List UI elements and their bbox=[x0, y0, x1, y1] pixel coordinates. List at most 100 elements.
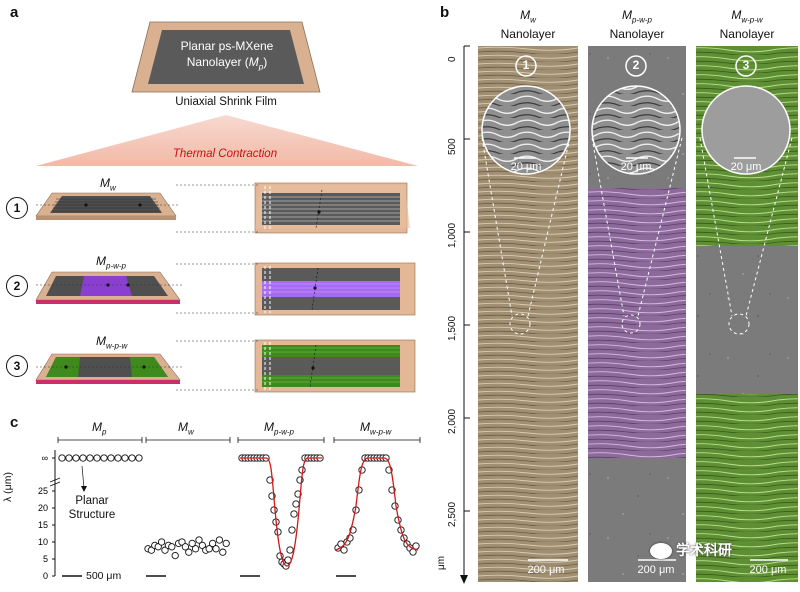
column-1-scale-label: 200 μm bbox=[527, 564, 565, 576]
y-tick-label: 10 bbox=[38, 537, 48, 547]
column-3-number: 3 bbox=[742, 58, 750, 72]
data-point-mw bbox=[215, 536, 224, 544]
column-3-inset bbox=[701, 85, 791, 175]
column-3-inset-scale: 20 μm bbox=[730, 161, 762, 173]
column-3-gray-band bbox=[696, 246, 798, 394]
data-point-mp bbox=[135, 454, 143, 462]
column-1-number: 1 bbox=[522, 58, 530, 72]
panel-a-graphic bbox=[35, 21, 418, 393]
data-point-mw bbox=[212, 545, 220, 553]
group-label-mw: Mw bbox=[178, 420, 194, 437]
data-point-mpwp bbox=[292, 500, 300, 508]
group-label-mwpw: Mw-p-w bbox=[360, 420, 392, 437]
column-1-inset bbox=[481, 85, 571, 175]
data-point-mp bbox=[65, 454, 73, 462]
group-label-mp: Mp bbox=[92, 420, 107, 437]
data-point-mpwp bbox=[288, 526, 296, 534]
group-label-mpwp: Mp-w-p bbox=[264, 420, 295, 437]
data-point-mw bbox=[168, 543, 176, 551]
data-point-mp bbox=[93, 454, 101, 462]
y-axis-label: λ (μm) bbox=[2, 472, 14, 502]
watermark: 学术科研 bbox=[650, 540, 732, 560]
data-point-mpwp bbox=[290, 510, 298, 518]
data-point-mp bbox=[86, 454, 94, 462]
data-point-mp bbox=[121, 454, 129, 462]
data-point-mp bbox=[114, 454, 122, 462]
column-2-header: Mp-w-p Nanolayer bbox=[609, 8, 665, 42]
column-3-scale-label: 200 μm bbox=[749, 564, 787, 576]
shrink-film-label: Uniaxial Shrink Film bbox=[175, 96, 277, 108]
y-tick-label: 5 bbox=[43, 554, 48, 564]
thermal-contraction-triangle bbox=[36, 115, 418, 166]
panel-c-chart: 0 5 10 15 20 25 ∞ bbox=[38, 437, 421, 581]
data-point-mp bbox=[107, 454, 115, 462]
data-point-mw bbox=[191, 545, 200, 553]
column-2-number: 2 bbox=[632, 58, 640, 72]
data-point-mp bbox=[128, 454, 136, 462]
data-point-mwpw bbox=[340, 546, 348, 554]
panel-b-tick-label: 2,000 bbox=[447, 408, 458, 434]
data-point-mpwp bbox=[286, 546, 294, 554]
row-1-number: 1 bbox=[6, 197, 28, 219]
panel-c-scale-label: 500 μm bbox=[86, 570, 122, 582]
data-point-mwpw bbox=[391, 502, 399, 510]
top-box-line1: Planar ps-MXene bbox=[180, 39, 274, 53]
panel-b-tick-label: 500 bbox=[447, 138, 458, 155]
planar-structure-annotation: Planar Structure bbox=[68, 495, 116, 521]
column-2-purple-band bbox=[588, 188, 686, 458]
data-point-mw bbox=[222, 539, 230, 548]
thermal-contraction-label: Thermal Contraction bbox=[172, 148, 278, 160]
data-point-mw bbox=[178, 538, 186, 546]
data-point-mw bbox=[195, 536, 203, 544]
data-point-mp bbox=[72, 454, 80, 462]
row-1-label: Mw bbox=[100, 176, 116, 193]
column-2-inset-scale: 20 μm bbox=[620, 161, 652, 173]
panel-c-letter: c bbox=[10, 414, 19, 431]
panel-b-tick-label: 1,500 bbox=[447, 315, 458, 341]
row-3-label: Mw-p-w bbox=[96, 334, 128, 351]
data-point-mw bbox=[188, 539, 196, 548]
y-tick-label: 25 bbox=[38, 486, 48, 496]
panel-b-axis bbox=[460, 45, 470, 584]
column-3-header: Mw-p-w Nanolayer bbox=[719, 8, 775, 42]
row-3-number: 3 bbox=[6, 355, 28, 377]
data-point-mp bbox=[79, 454, 87, 462]
data-point-mw bbox=[219, 548, 227, 556]
data-point-mwpw bbox=[337, 540, 345, 548]
data-point-mw bbox=[185, 548, 193, 556]
data-point-mw bbox=[154, 543, 162, 551]
y-tick-label: ∞ bbox=[42, 453, 48, 463]
top-box-line2: Nanolayer ( bbox=[186, 55, 249, 69]
column-2-inset bbox=[591, 85, 681, 175]
y-tick-label: 15 bbox=[38, 520, 48, 530]
panel-b-axis-unit: μm bbox=[436, 555, 447, 570]
data-point-mwpw bbox=[355, 486, 363, 494]
column-2-scale-label: 200 μm bbox=[637, 564, 675, 576]
y-tick-label: 20 bbox=[38, 503, 48, 513]
panel-b-tick-label: 2,500 bbox=[447, 501, 458, 527]
data-point-mw bbox=[198, 541, 207, 550]
panel-a-letter: a bbox=[10, 4, 19, 21]
column-1-inset-scale: 20 μm bbox=[510, 161, 542, 173]
row-2-label: Mp-w-p bbox=[96, 254, 127, 271]
fit-curve-wpw bbox=[335, 457, 419, 551]
panel-b-letter: b bbox=[440, 4, 450, 21]
data-point-mp bbox=[58, 454, 66, 462]
column-1-header: Mw Nanolayer bbox=[500, 8, 556, 42]
data-point-mw bbox=[171, 551, 179, 560]
data-point-mw bbox=[161, 546, 169, 554]
fit-curve-pwp bbox=[240, 457, 322, 567]
data-point-mw bbox=[147, 546, 156, 554]
y-tick-label: 0 bbox=[43, 571, 48, 581]
panel-b-tick-label: 1,000 bbox=[447, 222, 458, 248]
data-point-mw bbox=[157, 538, 166, 546]
row-2-number: 2 bbox=[6, 275, 28, 297]
top-box-label: Planar ps-MXene Nanolayer (Mp) bbox=[160, 38, 294, 75]
wechat-icon bbox=[650, 543, 672, 560]
mxene-nanolayer-top bbox=[148, 30, 304, 84]
data-point-mw bbox=[208, 539, 217, 548]
data-point-mpwp bbox=[270, 506, 278, 514]
panel-b-tick-label: 0 bbox=[447, 56, 458, 62]
annotation-arrow bbox=[81, 465, 85, 489]
data-point-mw bbox=[181, 543, 190, 551]
